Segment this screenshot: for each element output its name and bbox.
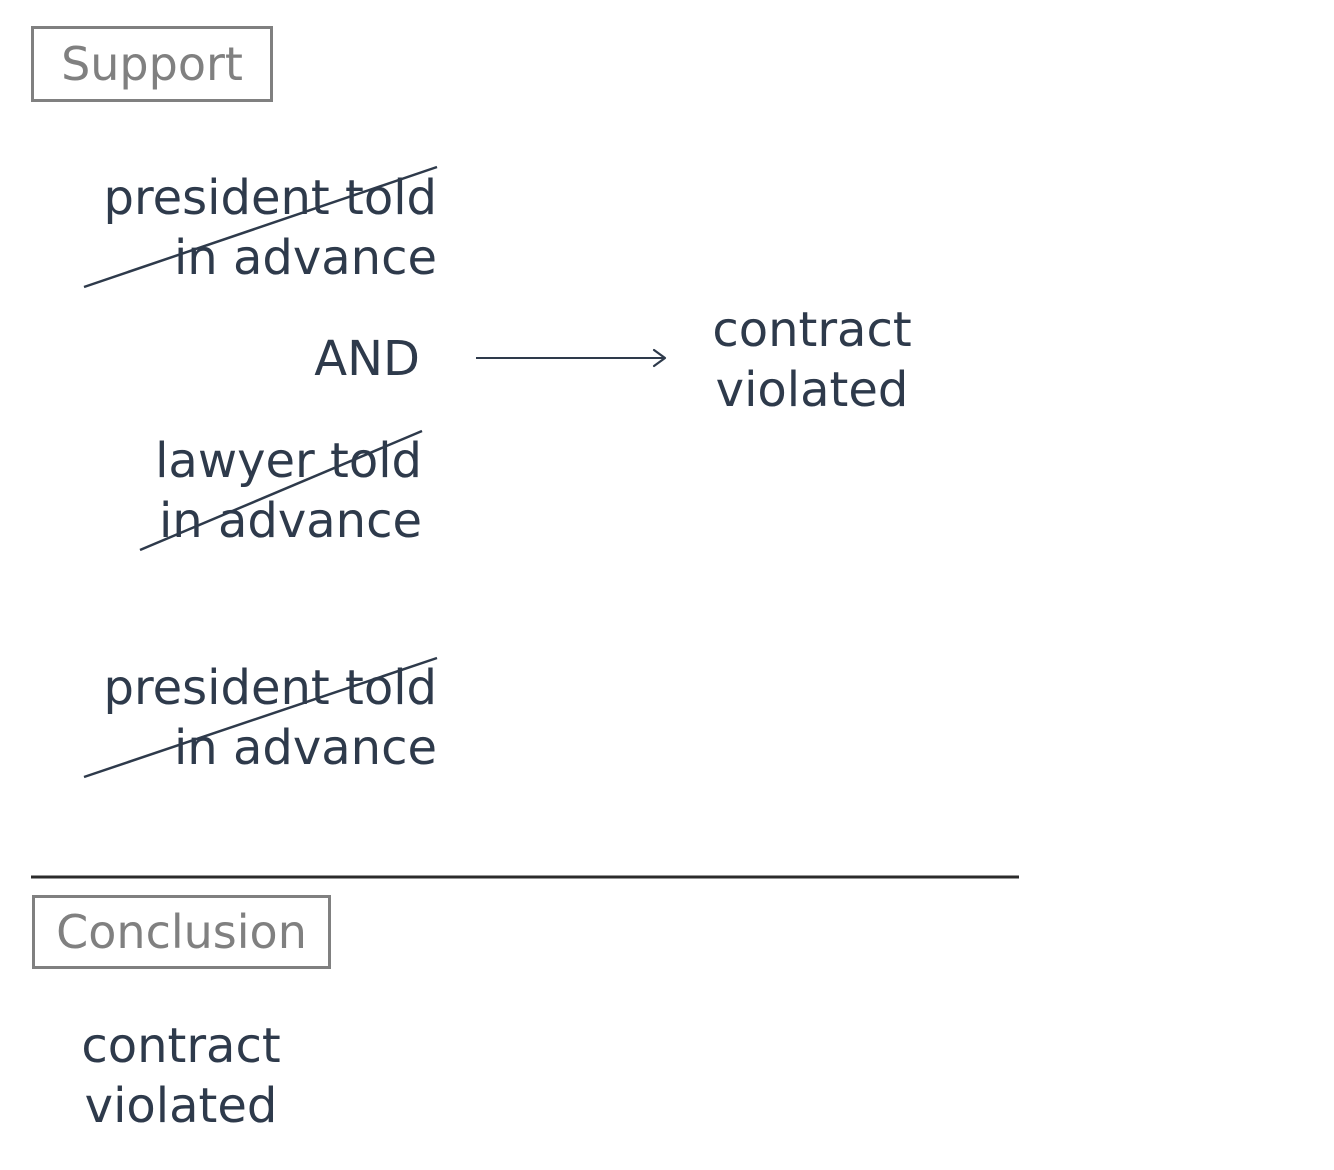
premise-line: president told bbox=[103, 660, 437, 716]
conclusion-section-label: Conclusion bbox=[32, 895, 331, 969]
implication-arrow-icon bbox=[476, 348, 667, 368]
conclusion-line: contract bbox=[81, 1018, 281, 1074]
inference-line: contract bbox=[712, 302, 912, 358]
premise-line: in advance bbox=[173, 230, 437, 286]
and-operator: AND bbox=[314, 331, 420, 387]
final-conclusion: contract violated bbox=[74, 1016, 288, 1136]
support-section-label: Support bbox=[31, 26, 273, 102]
premise-lawyer-told-in-advance: lawyer told in advance bbox=[155, 431, 422, 551]
premise-line: lawyer told bbox=[155, 433, 422, 489]
inference-line: violated bbox=[715, 362, 909, 418]
conclusion-line: violated bbox=[84, 1078, 278, 1134]
premise-line: in advance bbox=[158, 493, 422, 549]
premise-president-told-in-advance: president told in advance bbox=[103, 168, 437, 288]
premise-line: in advance bbox=[173, 720, 437, 776]
premise-president-told-in-advance-repeat: president told in advance bbox=[103, 658, 437, 778]
premise-line: president told bbox=[103, 170, 437, 226]
inferred-conclusion: contract violated bbox=[706, 300, 918, 420]
